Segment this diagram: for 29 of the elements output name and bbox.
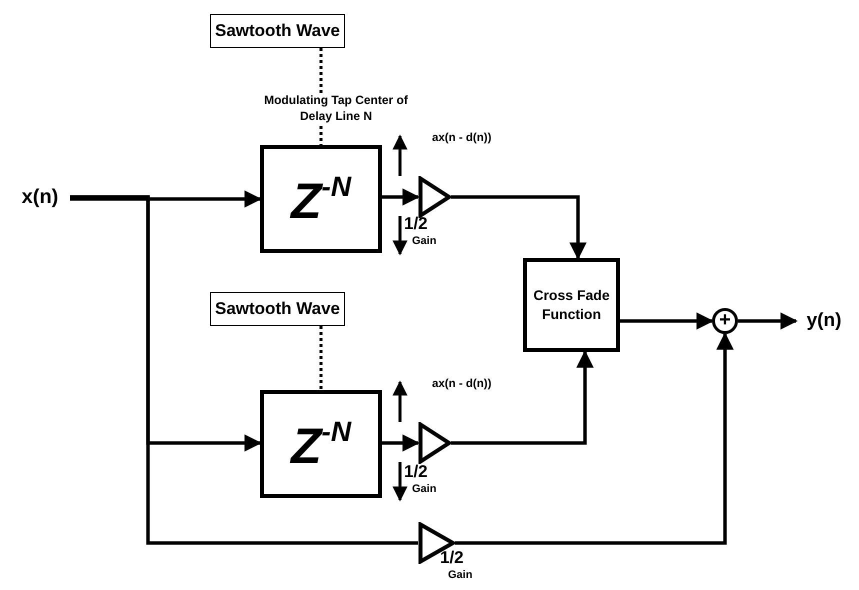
signal-line — [620, 312, 714, 330]
process-box: Sawtooth Wave — [210, 292, 345, 326]
dotted-connector — [320, 326, 322, 390]
process-box: Sawtooth Wave — [210, 14, 345, 48]
signal-label: y(n) — [796, 308, 852, 334]
gain-caption: Gain — [448, 569, 472, 581]
amplifier-triangle — [418, 422, 451, 464]
gain-value: 1/2 — [404, 462, 428, 482]
signal-line — [382, 434, 420, 452]
signal-line — [382, 188, 420, 206]
process-box: Cross Fade Function — [523, 258, 620, 352]
signal-line — [738, 312, 798, 330]
gain-value: 1/2 — [404, 214, 428, 234]
delay-block: Z$^{-N}$ — [260, 145, 382, 253]
signal-expression: ax(n - d(n)) — [432, 132, 492, 144]
gain-caption: Gain — [412, 483, 436, 495]
gain-value: 1/2 — [440, 548, 464, 568]
annotation-text: Modulating Tap Center of Delay Line N — [262, 93, 410, 124]
signal-line — [455, 332, 734, 545]
delay-block: Z$^{-N}$ — [260, 390, 382, 498]
signal-line — [70, 190, 262, 208]
signal-line — [70, 195, 418, 545]
signal-label: x(n) — [10, 183, 70, 211]
signal-line — [451, 350, 594, 445]
summing-junction: + — [712, 308, 738, 334]
signal-expression: ax(n - d(n)) — [432, 378, 492, 390]
gain-caption: Gain — [412, 235, 436, 247]
amplifier-triangle — [418, 176, 451, 218]
signal-line — [451, 195, 587, 260]
